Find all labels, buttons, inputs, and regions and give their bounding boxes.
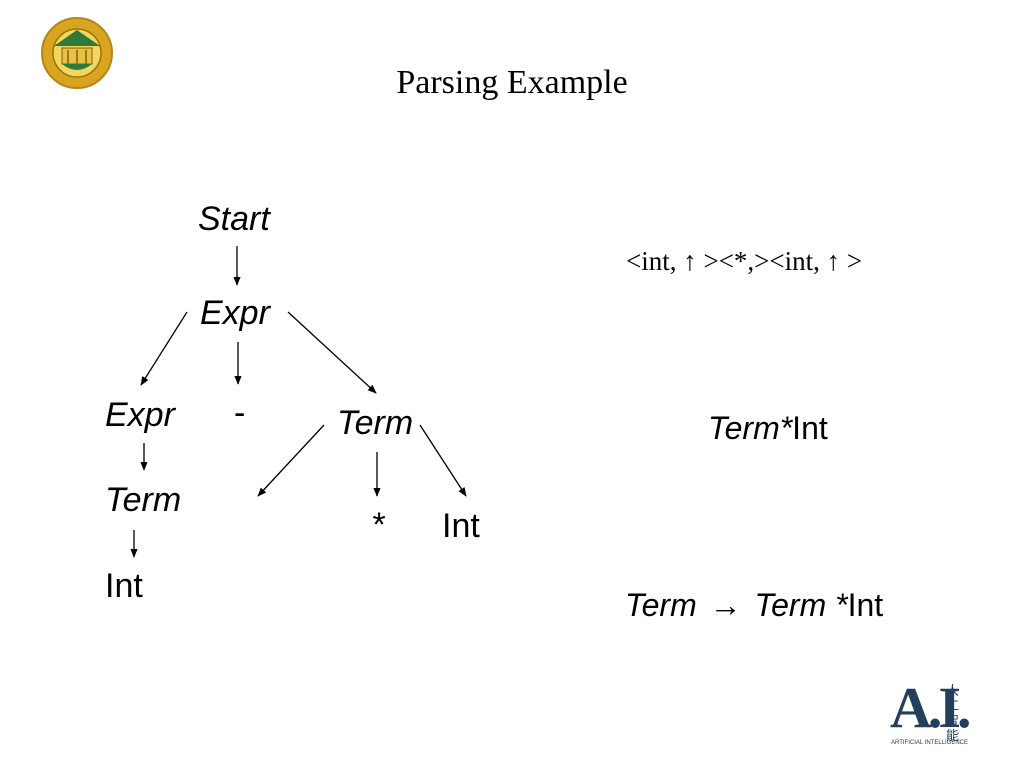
ai-logo-letters: A.I.: [890, 675, 971, 740]
token-stream: <int, ↑ ><*,><int, ↑ >: [626, 246, 863, 276]
node-expr-left: Expr: [105, 396, 175, 434]
sentential-int: Int: [792, 410, 828, 446]
node-expr-root: Expr: [200, 294, 270, 332]
university-emblem: [40, 16, 114, 90]
ai-logo: A.I. 人工智能 ARTIFICIAL INTELLIGENCE: [888, 675, 971, 750]
production-arrow-icon: →: [709, 587, 742, 623]
node-term-right: Term: [337, 404, 414, 442]
edge-term-int: [419, 424, 467, 497]
node-start: Start: [198, 200, 270, 238]
ai-logo-caption: ARTIFICIAL INTELLIGENCE: [891, 740, 969, 746]
production-rhs-int: Int: [847, 587, 884, 623]
sentential-term: Term: [708, 410, 780, 446]
production-rule: Term → Term *Int: [625, 589, 883, 621]
ai-logo-chinese: 人工智能: [946, 684, 960, 744]
production-lhs: Term: [625, 587, 697, 623]
production-rhs-star: *: [835, 587, 848, 623]
node-int-left: Int: [105, 567, 143, 605]
sentential-form: Term*Int: [708, 412, 828, 444]
edge-expr-expr: [140, 311, 188, 386]
slide-title: Parsing Example: [396, 64, 628, 101]
node-int-right: Int: [442, 507, 480, 545]
node-minus: -: [234, 394, 246, 432]
node-star: *: [371, 506, 385, 544]
sentential-star: *: [779, 410, 793, 446]
node-term-left: Term: [105, 481, 182, 519]
emblem-icon: [41, 17, 113, 89]
edge-expr-term: [287, 311, 377, 394]
production-rhs-term: Term: [754, 587, 827, 623]
edge-term-term: [257, 424, 325, 497]
